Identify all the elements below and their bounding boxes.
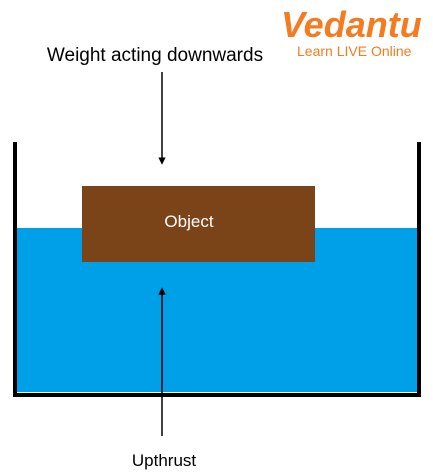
container xyxy=(13,142,421,397)
logo-brand: Vedantu xyxy=(281,4,422,45)
vedantu-logo: Vedantu Learn LIVE Online xyxy=(281,4,422,59)
upthrust-label: Upthrust xyxy=(132,451,197,470)
weight-label: Weight acting downwards xyxy=(47,45,263,66)
object-block xyxy=(82,186,315,262)
object-label: Object xyxy=(164,212,213,231)
logo-tagline: Learn LIVE Online xyxy=(297,43,412,59)
